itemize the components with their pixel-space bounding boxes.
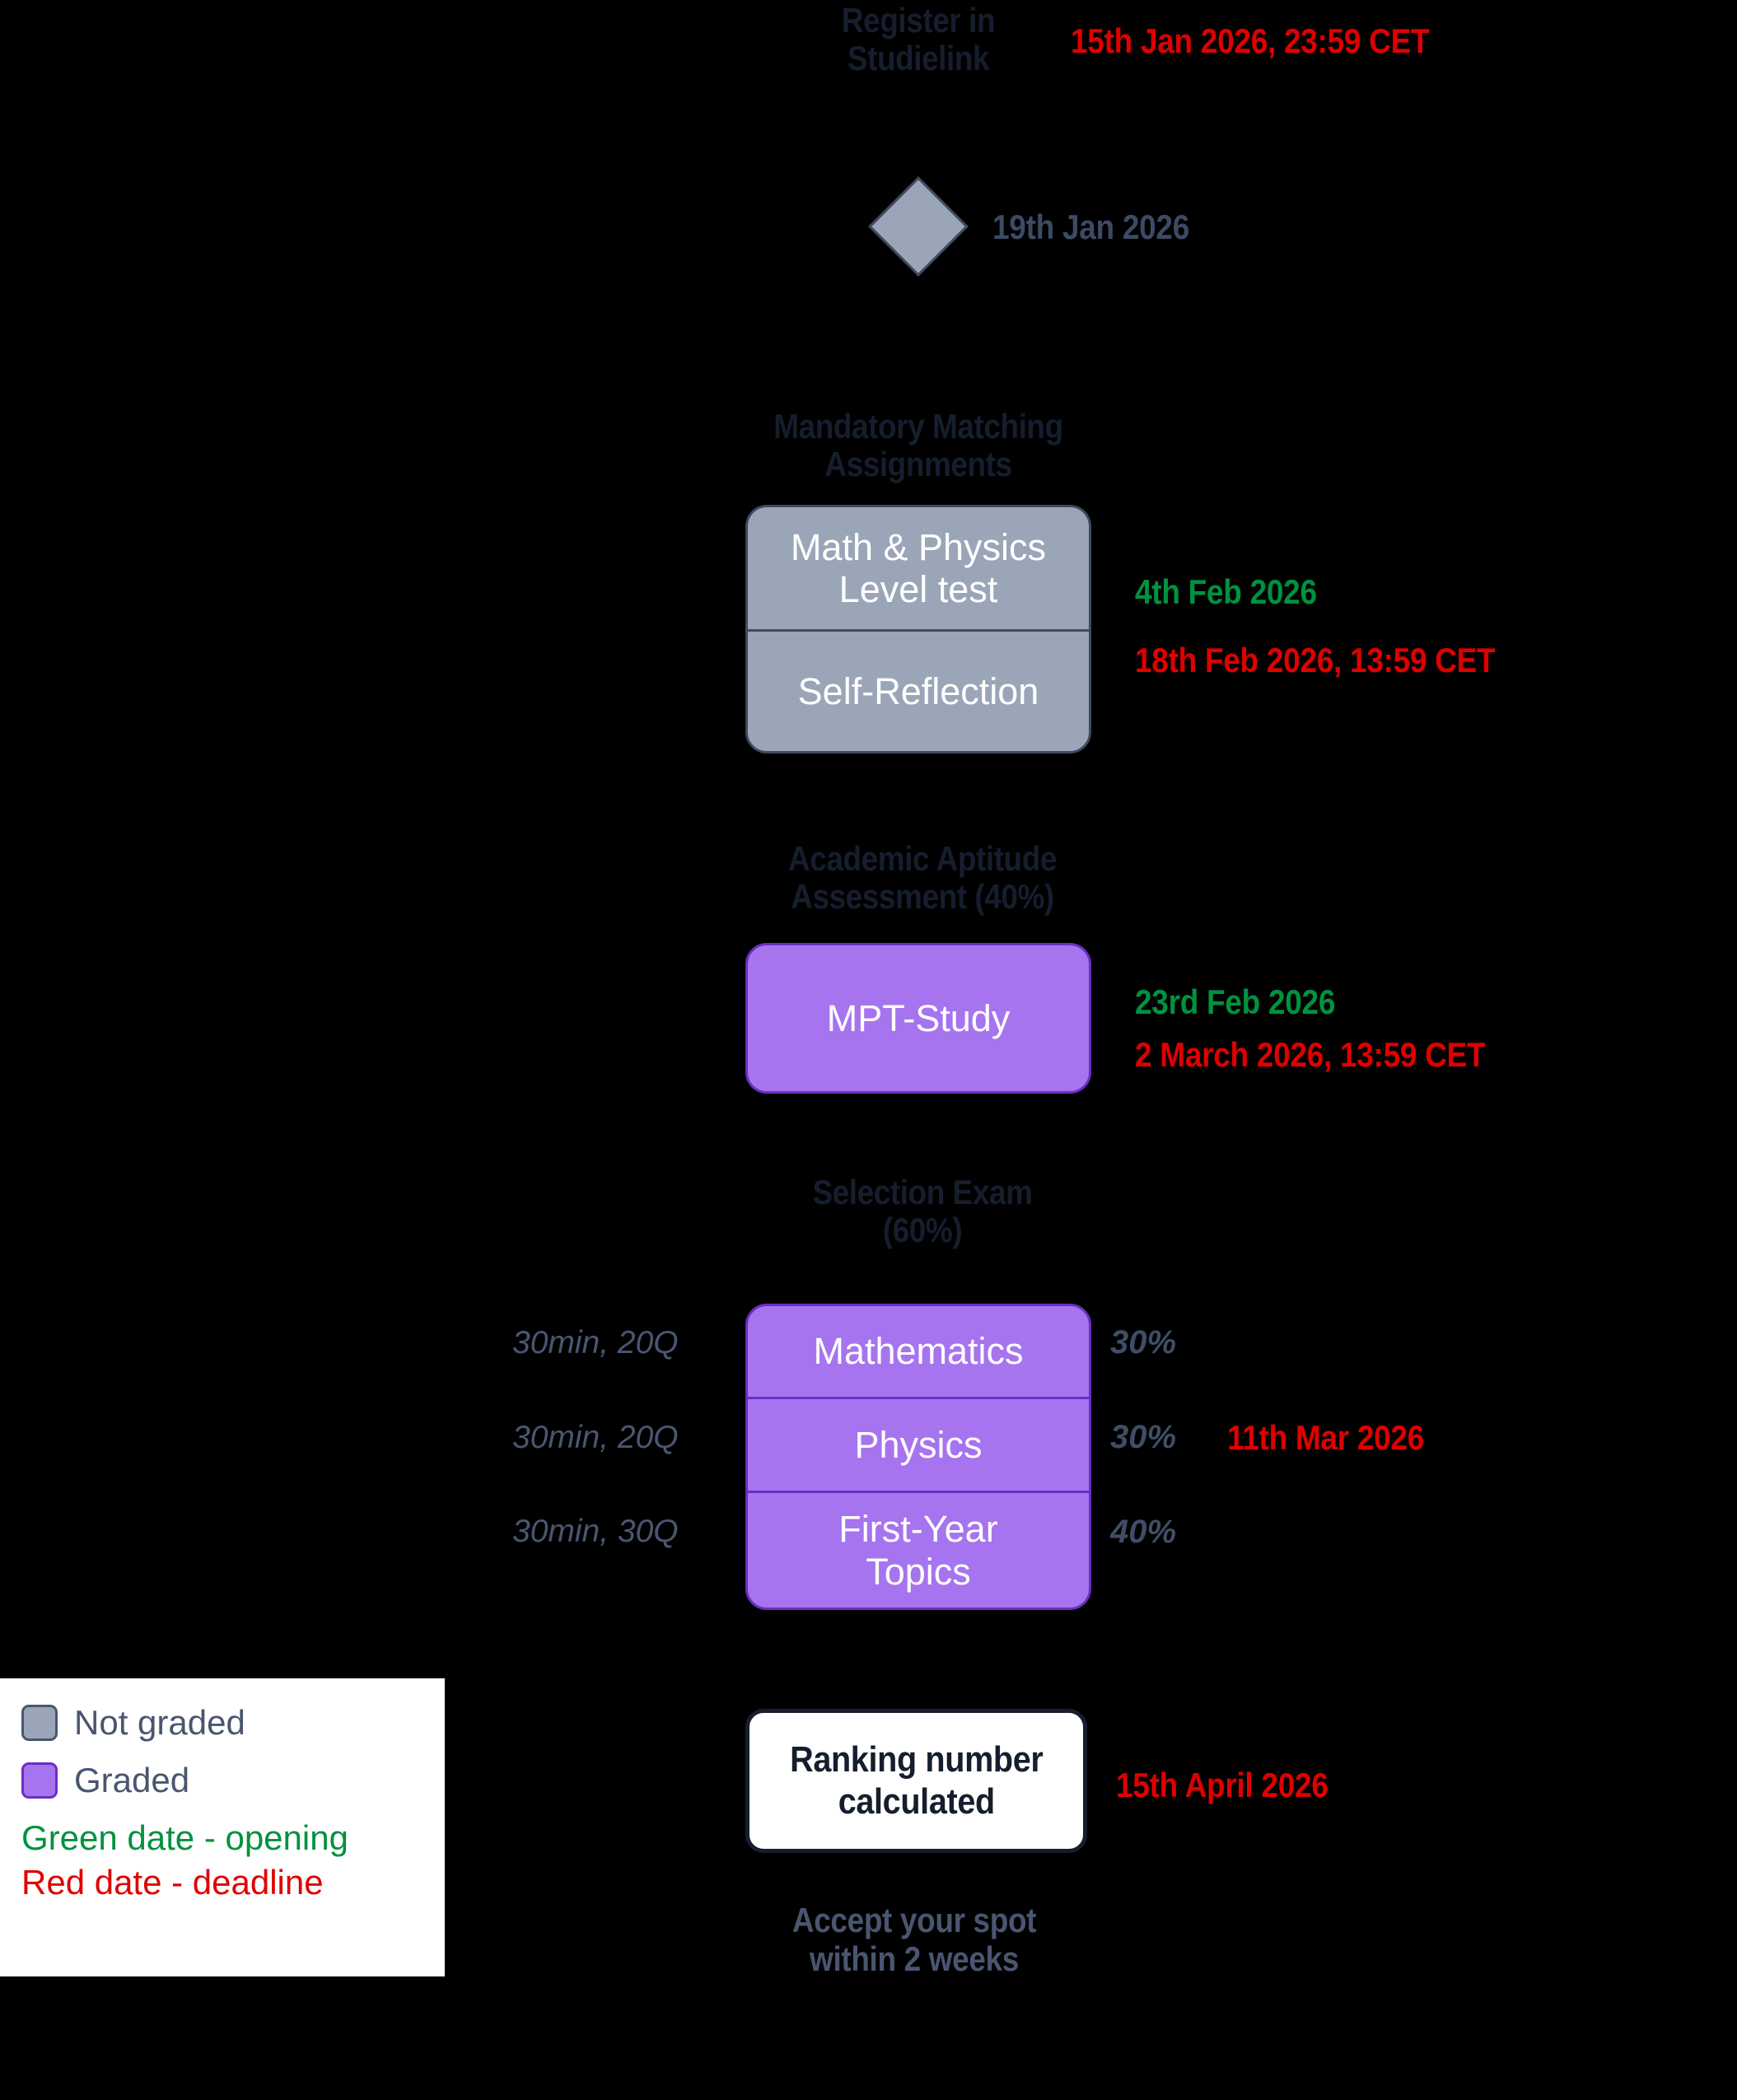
node-mpt-study[interactable]: MPT-Study xyxy=(826,996,1011,1039)
matching-title: Mandatory Matching Assignments xyxy=(773,407,1063,484)
aptitude-node-stack[interactable]: MPT-Study xyxy=(745,943,1091,1094)
ranking-number-box[interactable]: Ranking number calculated xyxy=(745,1709,1087,1853)
legend-label-graded: Graded xyxy=(74,1761,190,1799)
not-graded-swatch-icon xyxy=(21,1705,58,1741)
legend-label-not-graded: Not graded xyxy=(74,1703,245,1742)
duration-label-physics: 30min, 20Q xyxy=(512,1420,679,1455)
register-deadline: 15th Jan 2026, 23:59 CET xyxy=(1071,21,1430,60)
matching-opening-date: 4th Feb 2026 xyxy=(1135,572,1317,611)
ranking-date: 15th April 2026 xyxy=(1116,1766,1328,1804)
node-math-physics-level-test[interactable]: Math & Physics Level test xyxy=(790,525,1047,610)
weight-label-mathematics: 30% xyxy=(1110,1324,1177,1360)
duration-label-mathematics: 30min, 20Q xyxy=(512,1325,679,1360)
node-mathematics[interactable]: Mathematics xyxy=(813,1330,1024,1373)
aptitude-opening-date: 23rd Feb 2026 xyxy=(1135,982,1336,1021)
weight-label-physics: 30% xyxy=(1110,1419,1177,1455)
accept-spot-note: Accept your spot within 2 weeks xyxy=(791,1901,1037,1979)
duration-label-first-year-topics: 30min, 30Q xyxy=(512,1514,679,1549)
graded-swatch-icon xyxy=(21,1762,58,1799)
legend-line-green-opening: Green date - opening xyxy=(21,1818,348,1857)
legend-row-not-graded: Not graded xyxy=(21,1703,423,1743)
milestone-diamond-wrap xyxy=(868,176,969,277)
matching-deadline-date: 18th Feb 2026, 13:59 CET xyxy=(1135,641,1496,679)
legend-line-red-deadline: Red date - deadline xyxy=(21,1863,324,1902)
register-title: Register in Studielink xyxy=(841,1,996,78)
aptitude-title: Academic Aptitude Assessment (40%) xyxy=(788,839,1057,917)
selection-exam-date: 11th Mar 2026 xyxy=(1227,1418,1425,1457)
aptitude-deadline-date: 2 March 2026, 13:59 CET xyxy=(1135,1035,1486,1074)
legend-panel: Not graded Graded Green date - opening R… xyxy=(0,1678,445,1976)
node-first-year-topics[interactable]: First-Year Topics xyxy=(748,1491,1089,1608)
matching-node-stack[interactable]: Math & Physics Level test Self-Reflectio… xyxy=(745,505,1091,754)
legend-row-graded: Graded xyxy=(21,1761,423,1800)
milestone-date: 19th Jan 2026 xyxy=(992,208,1190,246)
node-self-reflection[interactable]: Self-Reflection xyxy=(748,629,1089,751)
weight-label-first-year-topics: 40% xyxy=(1110,1514,1177,1550)
selection-exam-node-stack[interactable]: Mathematics Physics First-Year Topics xyxy=(745,1304,1091,1610)
ranking-number-label: Ranking number calculated xyxy=(789,1738,1044,1822)
diamond-icon xyxy=(868,176,969,277)
selection-exam-title: Selection Exam (60%) xyxy=(812,1173,1033,1250)
node-physics[interactable]: Physics xyxy=(748,1397,1089,1491)
